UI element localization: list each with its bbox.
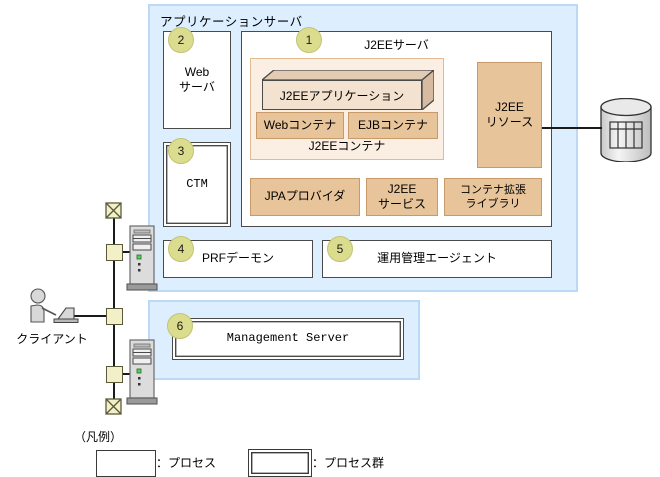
node-j2ee-resource[interactable]: J2EE リソース xyxy=(477,62,542,168)
node-management-server[interactable]: Management Server xyxy=(172,318,404,360)
node-j2ee-application-face: J2EEアプリケーション xyxy=(262,80,422,110)
node-web-container-label: Webコンテナ xyxy=(263,117,337,132)
network-junction-lower xyxy=(106,366,123,383)
badge-prf-daemon: 4 xyxy=(168,236,194,262)
node-ctm-label: CTM xyxy=(186,176,208,191)
client-icon[interactable] xyxy=(22,288,84,326)
host-tower-lower[interactable] xyxy=(126,338,158,406)
node-jpa-provider[interactable]: JPAプロバイダ xyxy=(250,178,360,216)
client-label: クライアント xyxy=(16,332,88,346)
connector-junction-lower-to-host xyxy=(121,373,132,375)
network-junction-upper xyxy=(106,244,123,261)
legend-label-process: ：プロセス xyxy=(156,456,217,470)
node-management-server-label: Management Server xyxy=(226,331,350,346)
node-j2ee-service[interactable]: J2EE サービス xyxy=(366,178,438,216)
legend-label-process-group: ：プロセス群 xyxy=(312,456,385,470)
legend-symbol-process-group xyxy=(248,449,312,477)
node-container-extension-library[interactable]: コンテナ拡張 ライブラリ xyxy=(444,178,542,216)
network-junction-client xyxy=(106,308,123,325)
node-j2ee-container-label: J2EEコンテナ xyxy=(308,139,386,154)
legend-title: （凡例） xyxy=(74,430,123,444)
node-j2ee-resource-label: J2EE リソース xyxy=(485,99,534,129)
node-database[interactable] xyxy=(600,98,652,162)
client-label-wrap: クライアント xyxy=(4,330,100,348)
network-terminator-bottom xyxy=(105,398,122,415)
node-prf-daemon-label: PRFデーモン xyxy=(201,251,274,266)
connector-resource-to-database xyxy=(542,127,602,129)
node-ops-management-agent-label: 運用管理エージェント xyxy=(377,251,497,266)
node-ops-management-agent[interactable]: 運用管理エージェント xyxy=(322,240,552,278)
badge-web-server: 2 xyxy=(168,27,194,53)
node-j2ee-application[interactable]: J2EEアプリケーション xyxy=(262,70,434,110)
node-j2ee-service-label: J2EE サービス xyxy=(377,181,426,211)
node-ejb-container-label: EJBコンテナ xyxy=(357,117,428,132)
legend-symbol-process xyxy=(96,450,156,477)
connector-junction-upper-to-host xyxy=(121,251,132,253)
network-terminator-top xyxy=(105,202,122,219)
badge-ctm: 3 xyxy=(168,138,194,164)
node-j2ee-application-label: J2EEアプリケーション xyxy=(279,88,405,103)
container-application-server-title: アプリケーションサーバ xyxy=(160,15,303,29)
node-container-extension-library-label: コンテナ拡張 ライブラリ xyxy=(460,183,526,210)
node-j2ee-container-label-wrap: J2EEコンテナ xyxy=(251,138,443,156)
node-j2ee-server-label-wrap: J2EEサーバ xyxy=(242,37,551,55)
badge-ops-management-agent: 5 xyxy=(327,236,353,262)
node-j2ee-server-label: J2EEサーバ xyxy=(364,38,429,53)
node-jpa-provider-label: JPAプロバイダ xyxy=(264,189,346,204)
node-ejb-container[interactable]: EJBコンテナ xyxy=(348,112,438,139)
badge-j2ee-server: 1 xyxy=(296,27,322,53)
node-web-server-label: Web サーバ xyxy=(179,64,215,94)
connector-client-to-junction xyxy=(61,315,107,317)
node-web-container[interactable]: Webコンテナ xyxy=(256,112,344,139)
badge-management-server: 6 xyxy=(167,313,193,339)
host-tower-upper[interactable] xyxy=(126,224,158,292)
